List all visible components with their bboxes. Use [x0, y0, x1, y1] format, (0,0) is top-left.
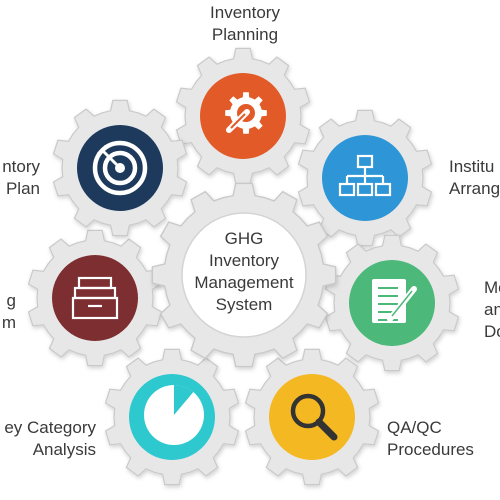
- label-line: Planning: [211, 25, 279, 44]
- center-line: GHG: [224, 229, 264, 248]
- gear-qa-qc-procedures: [244, 348, 380, 486]
- center-label: GHG Inventory Management System: [164, 228, 324, 316]
- label-line: Institu: [449, 157, 495, 176]
- label-line: Arrang: [449, 179, 500, 198]
- label-line: ntory: [2, 157, 40, 176]
- file-drawer-icon: [71, 276, 119, 320]
- icon-circle: [269, 374, 355, 460]
- label-institutional-arrangements: Institu Arrang: [449, 156, 500, 200]
- label-key-category-analysis: ey Category Analysis: [4, 417, 96, 461]
- label-archiving-system: g m: [2, 290, 16, 334]
- document-edit-icon: [372, 279, 417, 323]
- label-line: g: [6, 291, 16, 310]
- label-line: Procedures: [387, 440, 474, 459]
- label-line: an: [484, 300, 500, 319]
- label-line: Analysis: [32, 440, 96, 459]
- label-line: Do: [484, 322, 500, 341]
- magnifier-icon: [290, 393, 338, 441]
- label-line: Inventory: [210, 3, 280, 22]
- target-icon: [92, 140, 148, 196]
- label-qa-qc-procedures: QA/QC Procedures: [387, 417, 474, 461]
- label-line: Me: [484, 278, 500, 297]
- label-methods-documentation: Me an Do: [484, 277, 500, 343]
- gear-pencil-icon: [225, 92, 267, 134]
- gear-center: [151, 182, 337, 368]
- center-line: System: [215, 295, 273, 314]
- label-line: Plan: [5, 179, 40, 198]
- center-circle: [181, 212, 307, 338]
- pie-chart-icon: [144, 385, 204, 445]
- label-inventory-improvement-plan: ntory Plan: [2, 156, 40, 200]
- label-line: ey Category: [4, 418, 96, 437]
- center-line: Inventory: [209, 251, 279, 270]
- label-line: QA/QC: [387, 418, 442, 437]
- center-line: Management: [194, 273, 294, 292]
- org-chart-icon: [338, 154, 392, 197]
- label-line: m: [1, 313, 16, 332]
- label-inventory-planning: Inventory Planning: [190, 2, 300, 46]
